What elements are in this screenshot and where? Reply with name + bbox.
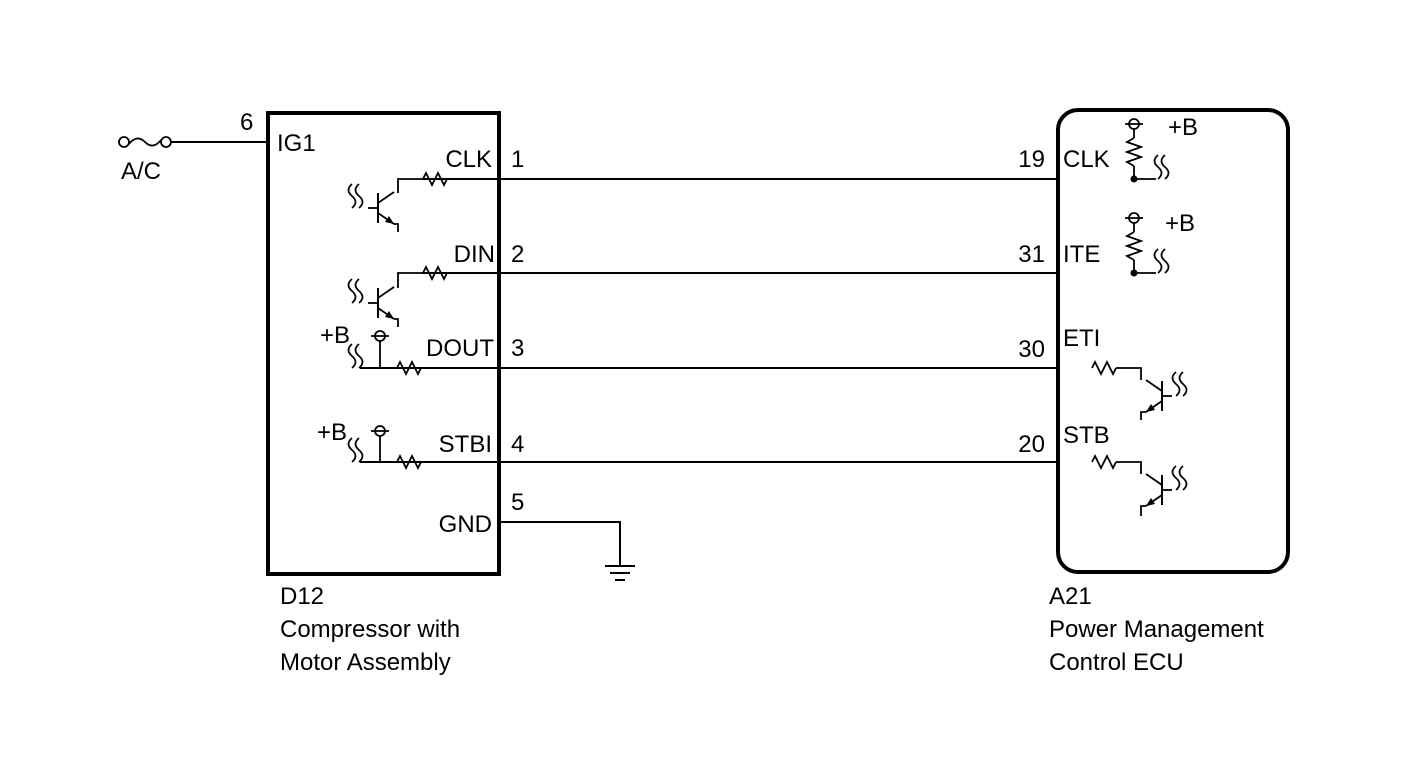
fuse [118, 136, 268, 148]
fuse-label: A/C [121, 158, 161, 185]
compressor-clk-circuit [347, 172, 1058, 232]
ecu-stb-circuit [1091, 455, 1188, 516]
ground-circuit [499, 521, 635, 581]
ecu-terminal-ite: ITE [1063, 241, 1100, 268]
compressor-supply-label-2: +B [317, 419, 347, 446]
compressor-terminal-din: DIN [454, 241, 495, 268]
ecu-terminal-eti: ETI [1063, 325, 1100, 352]
compressor-code: D12 [280, 583, 324, 610]
ecu-ite-circuit [1124, 212, 1170, 277]
compressor-supply-label-1: +B [320, 322, 350, 349]
compressor-terminal-clk: CLK [445, 146, 492, 173]
compressor-pin-5: 5 [511, 489, 524, 516]
compressor-name-line1: Compressor with [280, 616, 460, 643]
ecu-pin-30: 30 [1018, 336, 1045, 363]
ecu-clk-circuit [1124, 118, 1170, 183]
compressor-dout-circuit [347, 330, 1058, 375]
compressor-pin-2: 2 [511, 241, 524, 268]
fuse-pin-number: 6 [240, 109, 253, 136]
ecu-name-line2: Control ECU [1049, 649, 1184, 676]
ecu-box [1056, 108, 1290, 574]
ecu-terminal-clk: CLK [1063, 146, 1110, 173]
ecu-code: A21 [1049, 583, 1092, 610]
compressor-terminal-stbi: STBI [439, 431, 492, 458]
compressor-pin-4: 4 [511, 431, 524, 458]
ecu-supply-label-1: +B [1168, 114, 1198, 141]
ecu-supply-label-2: +B [1165, 210, 1195, 237]
compressor-pin-1: 1 [511, 146, 524, 173]
compressor-pin-3: 3 [511, 335, 524, 362]
compressor-power-terminal: IG1 [277, 130, 316, 157]
ecu-pin-31: 31 [1018, 241, 1045, 268]
ecu-pin-20: 20 [1018, 431, 1045, 458]
compressor-name-line2: Motor Assembly [280, 649, 451, 676]
compressor-box [266, 111, 501, 576]
ecu-name-line1: Power Management [1049, 616, 1264, 643]
compressor-stbi-circuit [347, 425, 1058, 469]
ecu-terminal-stb: STB [1063, 422, 1110, 449]
compressor-terminal-gnd: GND [439, 511, 492, 538]
ecu-pin-19: 19 [1018, 146, 1045, 173]
compressor-terminal-dout: DOUT [426, 335, 494, 362]
compressor-din-circuit [347, 266, 1058, 327]
ecu-eti-circuit [1091, 361, 1188, 420]
